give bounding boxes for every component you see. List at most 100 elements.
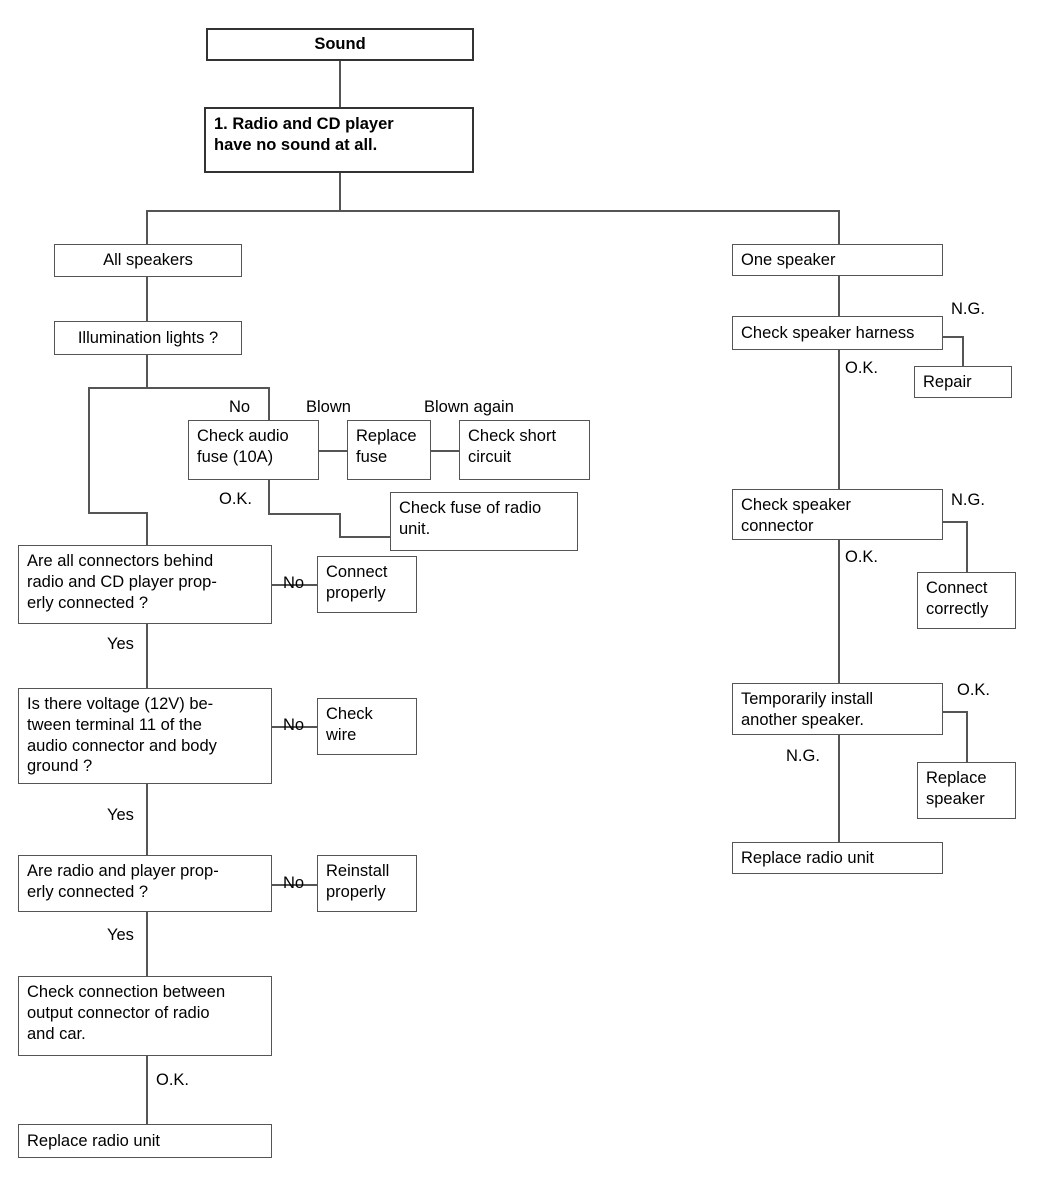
node-check-wire-label: Check wire [326, 705, 373, 744]
edge-label-yes-connectors: Yes [107, 635, 134, 653]
connector-split-bar [146, 210, 839, 212]
connector-audio-fuse-to-replace-fuse [318, 450, 348, 452]
edge-label-blown-again: Blown again [424, 398, 514, 416]
node-all-speakers: All speakers [54, 244, 242, 277]
node-one-speaker-label: One speaker [741, 250, 836, 269]
connector-split-to-one-speaker [838, 210, 840, 244]
connector-speaker-connector-ok-down [838, 539, 840, 683]
node-replace-radio-unit-right: Replace radio unit [732, 842, 943, 874]
node-illumination-lights-label: Illumination lights ? [77, 328, 219, 347]
connector-radio-player-to-check-output [146, 912, 148, 976]
node-check-output-connection: Check connection between output connecto… [18, 976, 272, 1056]
edge-label-ok-output: O.K. [156, 1071, 190, 1089]
edge-label-no-radio-player: No [283, 874, 305, 892]
connector-check-output-to-replace-radio [146, 1056, 148, 1124]
connector-all-speakers-to-illumination [146, 276, 148, 321]
node-are-radio-and-player-connected-label: Are radio and player prop- erly connecte… [27, 862, 219, 901]
node-check-fuse-of-radio-unit-label: Check fuse of radio unit. [399, 499, 542, 538]
node-check-wire: Check wire [317, 698, 417, 755]
node-replace-radio-unit-left: Replace radio unit [18, 1124, 272, 1158]
node-are-radio-and-player-connected: Are radio and player prop- erly connecte… [18, 855, 272, 912]
node-connect-correctly: Connect correctly [917, 572, 1016, 629]
connector-ok-step1-right [268, 513, 340, 515]
connector-harness-ng-down-to-repair [962, 336, 964, 366]
edge-label-no-voltage: No [283, 716, 305, 734]
node-check-audio-fuse: Check audio fuse (10A) [188, 420, 319, 480]
connector-speaker-connector-ng-right [943, 521, 967, 523]
edge-label-ng-temp-install: N.G. [786, 747, 820, 765]
node-connect-correctly-label: Connect correctly [926, 579, 989, 618]
node-illumination-lights: Illumination lights ? [54, 321, 242, 355]
node-one-speaker: One speaker [732, 244, 943, 276]
node-check-short-circuit-label: Check short circuit [468, 427, 557, 466]
edge-label-ng-harness: N.G. [951, 300, 985, 318]
node-repair-label: Repair [923, 372, 972, 391]
connector-radio-player-no-to-reinstall [272, 884, 318, 886]
connector-temp-install-ng-down [838, 735, 840, 842]
connector-merge-to-connectors-box [146, 512, 148, 545]
connector-branch-left-down [88, 387, 90, 513]
edge-label-no-connectors: No [283, 574, 305, 592]
edge-label-ng-connector: N.G. [951, 491, 985, 509]
connector-branch-left-to-main [88, 512, 147, 514]
connector-temp-install-ok-down [966, 711, 968, 762]
connector-audio-fuse-ok-down [268, 479, 270, 514]
node-check-speaker-connector-label: Check speaker connector [741, 496, 852, 535]
edge-label-ok-connector: O.K. [845, 548, 879, 566]
node-all-speakers-label: All speakers [103, 251, 193, 270]
node-symptom: 1. Radio and CD player have no sound at … [204, 107, 474, 173]
edge-label-ok-temp-install: O.K. [957, 681, 991, 699]
node-check-short-circuit: Check short circuit [459, 420, 590, 480]
connector-temp-install-ok-right [943, 711, 967, 713]
node-replace-fuse: Replace fuse [347, 420, 431, 480]
node-sound-label: Sound [314, 35, 366, 54]
connector-ok-step2-right [339, 536, 391, 538]
connector-illumination-branch-bar [88, 387, 269, 389]
node-reinstall-properly-label: Reinstall properly [326, 862, 390, 901]
node-check-speaker-connector: Check speaker connector [732, 489, 943, 540]
edge-label-yes-voltage: Yes [107, 806, 134, 824]
edge-label-blown: Blown [306, 398, 351, 416]
connector-connectors-no-to-connect-properly [272, 584, 318, 586]
connector-sound-to-symptom [339, 60, 341, 107]
connector-illumination-to-branch [146, 354, 148, 387]
node-replace-speaker: Replace speaker [917, 762, 1016, 819]
edge-label-ok-fuse: O.K. [219, 490, 253, 508]
node-symptom-label: 1. Radio and CD player have no sound at … [214, 115, 394, 154]
connector-harness-ng-right [943, 336, 963, 338]
node-check-speaker-harness-label: Check speaker harness [741, 323, 915, 342]
node-temporarily-install-another-speaker: Temporarily install another speaker. [732, 683, 943, 735]
node-are-all-connectors-behind-label: Are all connectors behind radio and CD p… [27, 552, 217, 612]
connector-split-to-all-speakers [146, 210, 148, 244]
connector-connectors-to-voltage [146, 624, 148, 688]
node-repair: Repair [914, 366, 1012, 398]
connector-replace-fuse-to-short-circuit [430, 450, 460, 452]
node-check-fuse-of-radio-unit: Check fuse of radio unit. [390, 492, 578, 551]
node-connect-properly-label: Connect properly [326, 563, 388, 602]
node-temporarily-install-another-speaker-label: Temporarily install another speaker. [741, 690, 874, 729]
edge-label-no-fuse: No [229, 398, 251, 416]
node-check-speaker-harness: Check speaker harness [732, 316, 943, 350]
connector-harness-ok-to-speaker-connector [838, 349, 840, 489]
connector-voltage-no-to-check-wire [272, 726, 318, 728]
node-are-all-connectors-behind: Are all connectors behind radio and CD p… [18, 545, 272, 624]
edge-label-yes-radio-player: Yes [107, 926, 134, 944]
connector-one-speaker-to-harness [838, 275, 840, 316]
node-replace-radio-unit-right-label: Replace radio unit [741, 848, 874, 867]
node-replace-fuse-label: Replace fuse [356, 427, 417, 466]
edge-label-ok-harness: O.K. [845, 359, 879, 377]
connector-symptom-to-split [339, 172, 341, 210]
node-connect-properly: Connect properly [317, 556, 417, 613]
connector-branch-no-down [268, 387, 270, 420]
connector-speaker-connector-ng-down [966, 521, 968, 572]
connector-ok-step-down [339, 513, 341, 537]
node-is-there-voltage-label: Is there voltage (12V) be- tween termina… [27, 695, 217, 776]
node-check-audio-fuse-label: Check audio fuse (10A) [197, 427, 289, 466]
node-check-output-connection-label: Check connection between output connecto… [27, 983, 226, 1043]
node-reinstall-properly: Reinstall properly [317, 855, 417, 912]
connector-voltage-to-radio-player [146, 784, 148, 855]
node-replace-speaker-label: Replace speaker [926, 769, 987, 808]
node-replace-radio-unit-left-label: Replace radio unit [27, 1131, 160, 1150]
node-is-there-voltage: Is there voltage (12V) be- tween termina… [18, 688, 272, 784]
